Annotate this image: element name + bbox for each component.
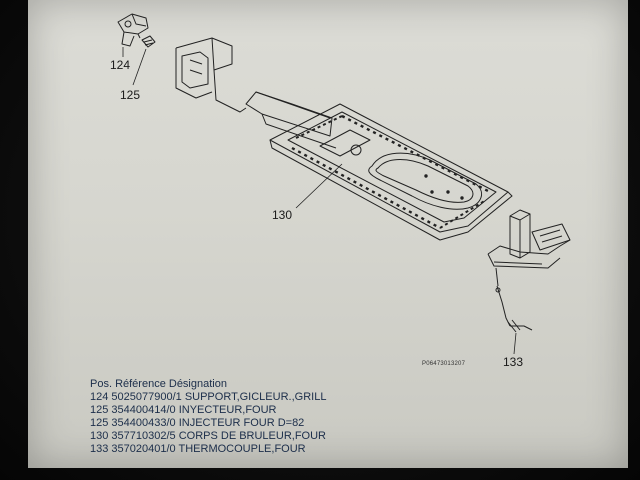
parts-list-row: 133 357020401/0 THERMOCOUPLE,FOUR [90, 443, 306, 455]
parts-list-row: 125 354400414/0 INYECTEUR,FOUR [90, 404, 277, 416]
leader-133 [513, 332, 517, 355]
parts-list-header: Pos. Référence Désignation [90, 378, 227, 390]
drawing-reference-code: P06473013207 [422, 361, 466, 367]
parts-list-row: 125 354400433/0 INJECTEUR FOUR D=82 [90, 417, 305, 429]
parts-list-row: 124 5025077900/1 SUPPORT,GICLEUR.,GRILL [90, 391, 327, 403]
callout-133: 133 [503, 355, 524, 369]
paper-sheet [28, 0, 628, 468]
callout-125: 125 [120, 88, 141, 102]
callout-130: 130 [272, 208, 293, 222]
parts-list-row: 130 357710302/5 CORPS DE BRULEUR,FOUR [90, 430, 326, 442]
parts-list: Pos. Référence Désignation 124 502507790… [90, 378, 326, 456]
part-124-injector-support [117, 13, 149, 47]
leader-125 [132, 48, 147, 86]
leader-130 [295, 163, 343, 209]
part-133-thermocouple [487, 209, 571, 333]
part-125-injector [141, 35, 156, 48]
callout-124: 124 [110, 58, 131, 72]
part-130-burner-body [175, 37, 513, 241]
